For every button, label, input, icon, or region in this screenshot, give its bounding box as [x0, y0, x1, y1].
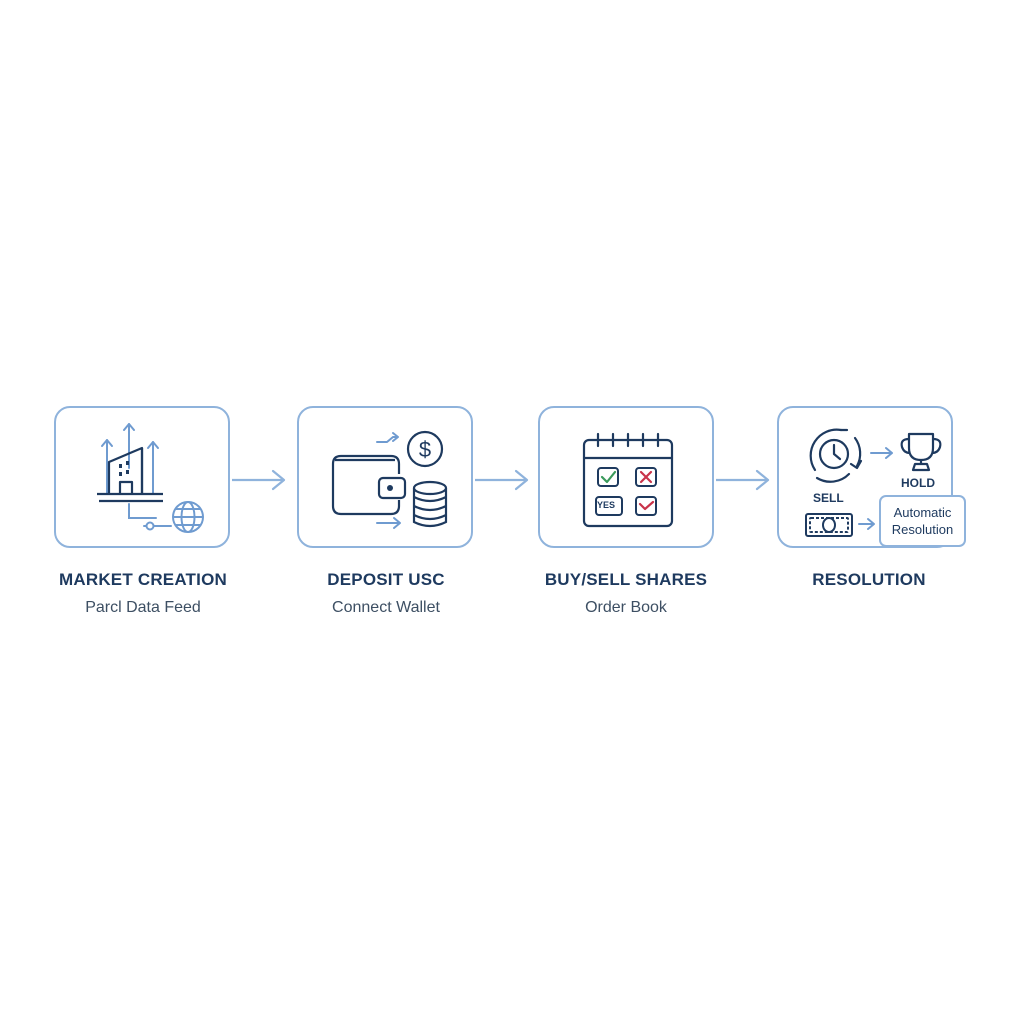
globe-icon — [172, 501, 204, 533]
dollar-coin-icon: $ — [406, 430, 444, 468]
banknote-icon — [805, 513, 853, 537]
hold-label: HOLD — [901, 476, 935, 490]
check-icon — [597, 467, 619, 487]
flow-arrow — [475, 469, 529, 491]
data-feed-connector — [128, 503, 172, 531]
sell-label: SELL — [813, 491, 844, 505]
automatic-resolution-callout: Automatic Resolution — [879, 495, 966, 547]
building-windows — [119, 461, 129, 476]
calendar-icon — [582, 432, 674, 528]
step-card-buy-sell — [538, 406, 714, 548]
svg-text:$: $ — [419, 437, 431, 462]
step-title-market-creation: MARKET CREATION — [59, 570, 227, 589]
step-card-deposit: $ — [297, 406, 473, 548]
coin-stack-icon — [412, 480, 448, 528]
transfer-arrow-icon — [376, 432, 401, 529]
growth-arrows-icon — [101, 423, 159, 495]
flow-arrow — [716, 469, 770, 491]
trophy-icon — [900, 432, 942, 472]
building-icon — [97, 446, 163, 503]
step-title-deposit: DEPOSIT USC — [327, 570, 445, 589]
wallet-icon — [331, 454, 407, 516]
cross-icon — [635, 467, 657, 487]
step-title-resolution: RESOLUTION — [812, 570, 926, 589]
step-subtitle-deposit: Connect Wallet — [332, 599, 440, 616]
step-title-buy-sell: BUY/SELL SHARES — [544, 570, 708, 589]
check-icon — [635, 496, 657, 516]
wallet-clasp — [387, 485, 393, 491]
clock-cycle-icon — [809, 428, 863, 483]
yes-box — [595, 496, 623, 516]
next-arrow-icon — [858, 447, 893, 530]
flow-arrow — [232, 469, 286, 491]
step-card-market-creation — [54, 406, 230, 548]
step-subtitle-buy-sell: Order Book — [585, 599, 667, 616]
step-subtitle-market-creation: Parcl Data Feed — [85, 599, 201, 616]
automatic-resolution-label: Automatic Resolution — [891, 505, 954, 537]
yes-label: YES — [597, 500, 616, 510]
